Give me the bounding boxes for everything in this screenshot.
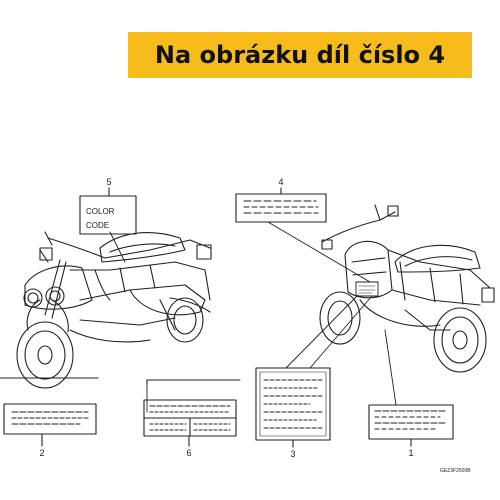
color-label-line2: CODE <box>86 221 109 230</box>
banner-text: Na obrázku díl číslo 4 <box>154 41 446 69</box>
color-label-line1: COLOR <box>86 207 115 216</box>
right-scooter-drawing <box>319 204 495 373</box>
leader-lines <box>109 221 397 413</box>
callout-5: 5 <box>106 177 111 187</box>
callout-6: 6 <box>186 448 191 458</box>
label-6-sheet <box>143 379 241 447</box>
left-scooter-drawing <box>16 231 212 389</box>
diagram-code: GEZ3F2500B <box>440 468 471 474</box>
label-3-sheet <box>255 367 331 448</box>
label-5-color-code <box>79 187 137 235</box>
label-1-sheet <box>368 404 454 447</box>
callout-2: 2 <box>39 448 44 458</box>
label-4-sheet <box>235 187 327 223</box>
callout-4: 4 <box>278 177 283 187</box>
callout-3: 3 <box>290 449 295 459</box>
label-2-sheet <box>0 377 99 447</box>
part-number-banner: Na obrázku díl číslo 4 <box>128 32 472 78</box>
callout-1: 1 <box>408 448 413 458</box>
